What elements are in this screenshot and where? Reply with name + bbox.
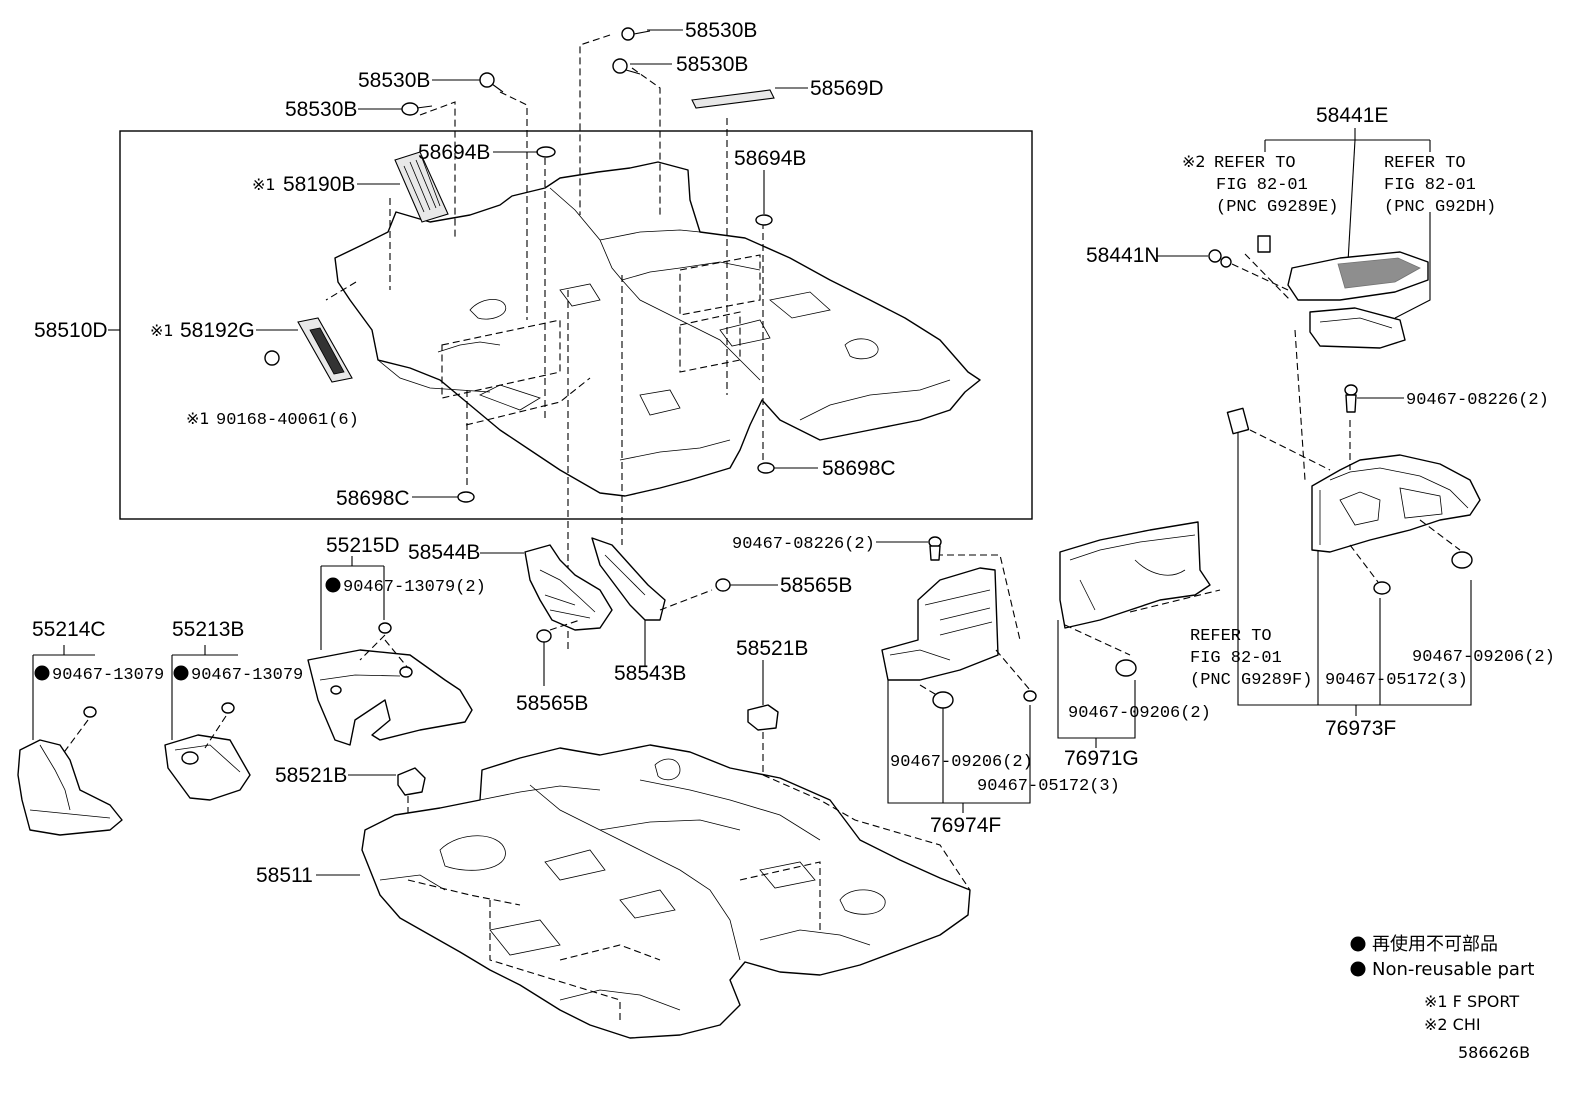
legend-note2: ※2 CHI <box>1424 1015 1481 1034</box>
label-58565B-2: 58565B <box>516 692 588 715</box>
ref2-line2: FIG 82-01 <box>1384 176 1476 195</box>
label-55213B: 55213B <box>172 618 244 641</box>
diagram-code: 586626B <box>1458 1043 1530 1062</box>
floor-carpet-58510D <box>334 161 981 497</box>
mat-55215D <box>307 556 473 746</box>
ref3-line3: (PNC G9289F) <box>1190 671 1312 690</box>
label-90467-09206-a: 90467-09206(2) <box>890 753 1033 772</box>
label-58441E: 58441E <box>1316 104 1388 127</box>
mark-1-b: ※1 <box>150 321 174 340</box>
bracket-58544B <box>480 544 613 686</box>
label-76971G: 76971G <box>1064 747 1139 770</box>
label-90467-09206-c: 90467-09206(2) <box>1412 648 1555 667</box>
label-90467-08226-a: 90467-08226(2) <box>1406 391 1549 410</box>
grommet-58698C-b <box>757 462 775 474</box>
ref2-line1: REFER TO <box>1384 154 1466 173</box>
label-90467-13079-b: 90467-13079 <box>191 666 303 685</box>
label-58530B-1: 58530B <box>685 19 757 42</box>
plate-58190B <box>394 151 449 223</box>
mat-55213B <box>164 645 251 801</box>
label-55215D: 55215D <box>326 534 400 557</box>
floor-silencer-58511 <box>316 744 971 1039</box>
ref1-line1: REFER TO <box>1214 154 1296 173</box>
label-58530B-2: 58530B <box>676 53 748 76</box>
trim-panel-76971G <box>1057 521 1221 748</box>
label-58521B-1: 58521B <box>736 637 808 660</box>
clip-58521B-a <box>747 660 779 775</box>
ref1-line2: FIG 82-01 <box>1216 176 1308 195</box>
clip-90168-40061 <box>264 350 280 366</box>
console-lid-58441E <box>1244 128 1431 349</box>
label-58698C-1: 58698C <box>336 487 410 510</box>
clip-58530B-a <box>479 72 504 93</box>
label-58698C-2: 58698C <box>822 457 896 480</box>
label-58565B-1: 58565B <box>780 574 852 597</box>
label-55214C: 55214C <box>32 618 106 641</box>
console-panel-76973F <box>1226 329 1481 716</box>
clip-58530B-b <box>401 102 433 116</box>
legend-en: Non-reusable part <box>1372 959 1534 980</box>
label-58511: 58511 <box>256 864 313 887</box>
screw-58441N <box>1157 249 1289 291</box>
label-58530B-3: 58530B <box>358 69 430 92</box>
ref1-line3: (PNC G9289E) <box>1216 198 1338 217</box>
mark-1-a: ※1 <box>252 175 276 194</box>
ref3-line2: FIG 82-01 <box>1190 649 1282 668</box>
grommet-58694B-b <box>755 214 773 226</box>
label-58543B: 58543B <box>614 662 686 685</box>
label-76974F: 76974F <box>930 814 1001 837</box>
legend-jp: 再使用不可部品 <box>1372 934 1498 955</box>
label-90467-13079-2: 90467-13079(2) <box>343 578 486 597</box>
clip-58530B-d <box>612 58 641 75</box>
grommet-58694B-a <box>536 146 556 158</box>
label-90467-13079-a: 90467-13079 <box>52 666 164 685</box>
label-90467-05172-b: 90467-05172(3) <box>1325 671 1468 690</box>
mat-55214C <box>17 645 123 836</box>
upper-leaders <box>108 29 818 498</box>
part-labels: 58530B 58530B 58530B 58530B 58569D 58694… <box>32 19 1555 887</box>
label-58441N: 58441N <box>1086 244 1160 267</box>
plate-58192G <box>297 317 353 383</box>
label-58521B-2: 58521B <box>275 764 347 787</box>
label-58530B-4: 58530B <box>285 98 357 121</box>
upper-guide-lines <box>325 34 764 650</box>
carpet-group-box <box>119 130 1033 520</box>
clip-58565B-a <box>715 578 778 592</box>
legend-markers <box>34 577 1366 977</box>
clip-58530B-c <box>621 27 651 41</box>
bracket-58543B <box>591 537 713 667</box>
label-58190B: 58190B <box>283 173 355 196</box>
label-90467-09206-b: 90467-09206(2) <box>1068 704 1211 723</box>
label-58510D: 58510D <box>34 319 108 342</box>
trim-panel-76974F <box>876 536 1037 813</box>
label-58544B: 58544B <box>408 541 480 564</box>
label-90168: 90168-40061(6) <box>216 411 359 430</box>
legend: 再使用不可部品 Non-reusable part ※1 F SPORT ※2 … <box>1372 934 1534 1062</box>
ref3-line1: REFER TO <box>1190 627 1272 646</box>
label-90467-05172-a: 90467-05172(3) <box>977 777 1120 796</box>
label-58192G: 58192G <box>180 319 255 342</box>
label-58569D: 58569D <box>810 77 884 100</box>
plate-58569D <box>691 89 775 109</box>
label-90467-08226-b: 90467-08226(2) <box>732 535 875 554</box>
grommet-58698C-a <box>457 491 475 503</box>
legend-note1: ※1 F SPORT <box>1424 992 1519 1011</box>
mark-2: ※2 <box>1182 152 1206 171</box>
label-58694B-2: 58694B <box>734 147 806 170</box>
label-76973F: 76973F <box>1325 717 1396 740</box>
ref2-line3: (PNC G92DH) <box>1384 198 1496 217</box>
label-58694B-1: 58694B <box>418 141 490 164</box>
mark-1-c: ※1 <box>186 409 210 428</box>
